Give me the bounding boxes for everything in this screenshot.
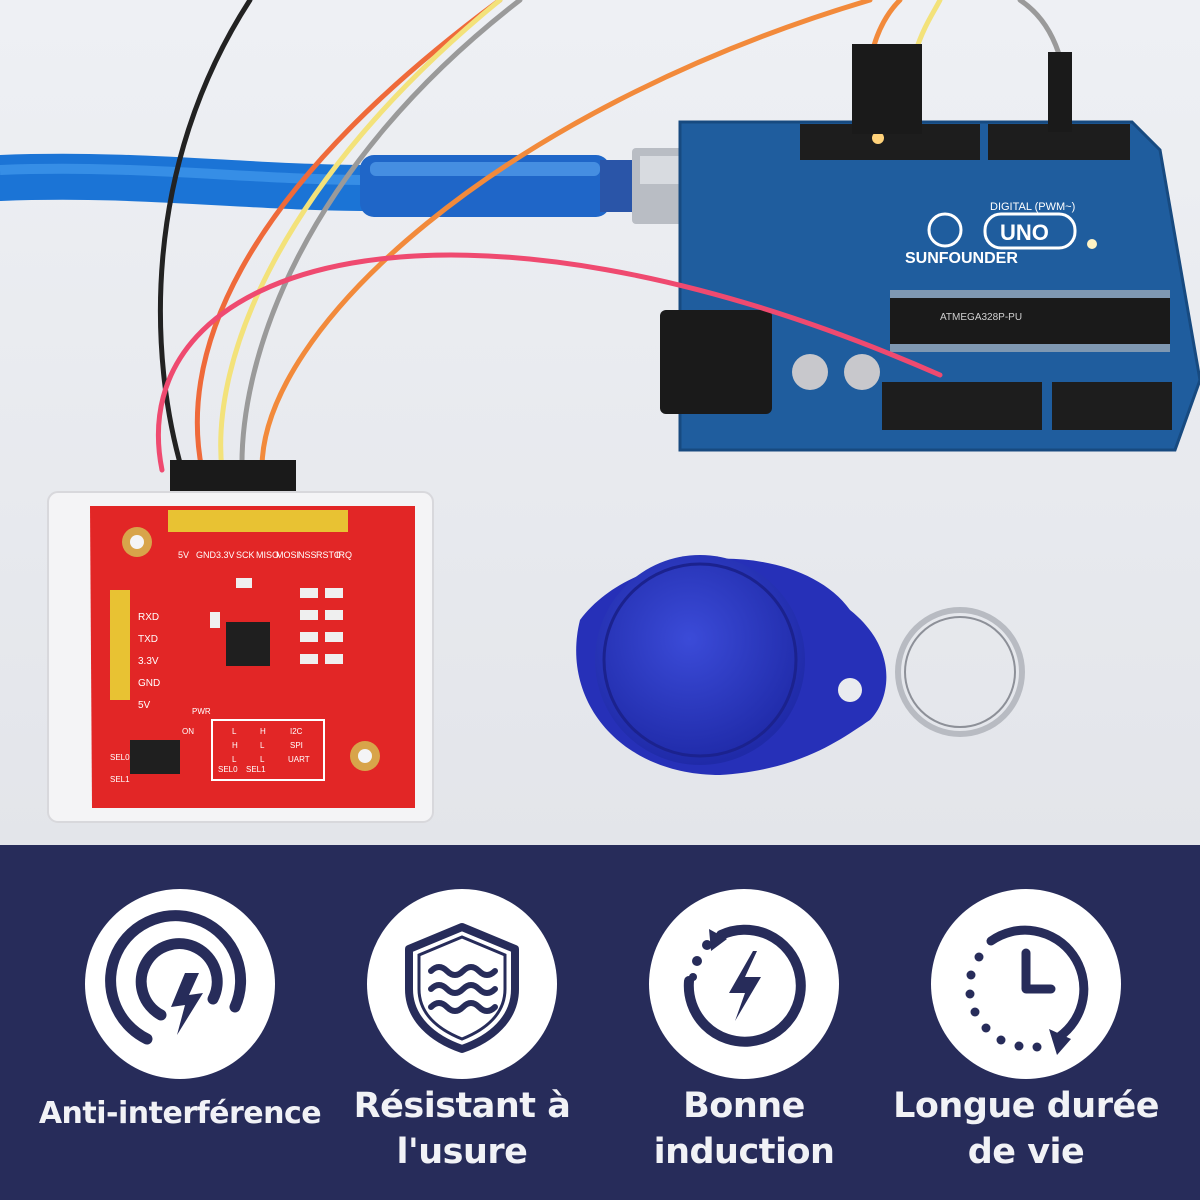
board-header-label: DIGITAL (PWM~) [990,201,1075,213]
target-lightning-icon [105,910,247,1045]
rfid-key-fob [576,555,1025,775]
dupont-connector-board-2 [1048,52,1072,132]
jumper-wires [155,0,1069,473]
svg-text:MISO: MISO [256,550,279,560]
rfid-module [47,491,434,823]
svg-text:L: L [232,727,237,736]
svg-text:PWR: PWR [192,707,211,716]
feature-good-induction: Bonne induction [594,845,894,1200]
svg-text:L: L [260,755,265,764]
feature-label: Résistant à l'usure [353,1086,571,1172]
rfid-switch-labels: ON SEL0 SEL1 PWR [110,707,211,784]
svg-text:RXD: RXD [138,612,159,623]
svg-text:5V: 5V [178,550,189,560]
arduino-uno-board [660,120,1200,452]
circle-lightning-icon [683,924,806,1047]
svg-text:L: L [260,741,265,750]
svg-text:IRQ: IRQ [336,550,352,560]
dupont-connector-board [852,44,922,134]
board-chip-label: ATMEGA328P-PU [940,312,1022,323]
svg-text:MOSI: MOSI [276,550,299,560]
rfid-side-pin-labels: RXD TXD 3.3V GND 5V [138,612,160,711]
svg-text:SEL1: SEL1 [110,775,130,784]
feature-anti-interference: Anti-interférence [30,845,330,1200]
svg-text:SPI: SPI [290,741,303,750]
svg-text:I2C: I2C [290,727,303,736]
feature-icon-circle [649,889,839,1079]
svg-text:SEL0: SEL0 [110,753,130,762]
clock-history-icon [965,925,1089,1055]
svg-text:5V: 5V [138,700,151,711]
shield-waves-icon [405,923,519,1053]
svg-text:UART: UART [288,755,310,764]
svg-text:ON: ON [182,727,194,736]
svg-text:SCK: SCK [236,550,255,560]
svg-text:3.3V: 3.3V [138,656,159,667]
feature-label: Bonne induction [653,1086,835,1172]
feature-wear-resistant: Résistant à l'usure [312,845,612,1200]
feature-icon-circle [367,889,557,1079]
svg-text:SEL1: SEL1 [246,765,266,774]
svg-text:3.3V: 3.3V [216,550,235,560]
svg-text:H: H [232,741,238,750]
board-brand-label: SUNFOUNDER [905,250,1018,267]
feature-icon-circle [931,889,1121,1079]
rfid-pin-labels: 5V GND 3.3V SCK MISO MOSI NSS RSTO IRQ [178,550,352,560]
svg-text:TXD: TXD [138,634,158,645]
feature-long-life: Longue durée de vie [876,845,1176,1200]
svg-text:H: H [260,727,266,736]
svg-text:GND: GND [196,550,217,560]
svg-text:SEL0: SEL0 [218,765,238,774]
svg-text:GND: GND [138,678,160,689]
board-model-label: UNO [1000,220,1049,245]
rfid-mode-table: SEL0 SEL1 I2C H L SPI L H UART L L [218,727,310,774]
feature-banner: Anti-interférence Résistant à l'usure [0,845,1200,1200]
svg-text:L: L [232,755,237,764]
svg-text:NSS: NSS [298,550,317,560]
product-photo-drawing: SUNFOUNDER UNO DIGITAL (PWM~) ATMEGA328P… [0,0,1200,845]
svg-text:RSTO: RSTO [316,550,341,560]
product-photo: SUNFOUNDER UNO DIGITAL (PWM~) ATMEGA328P… [0,0,1200,845]
feature-label: Longue durée de vie [893,1086,1159,1172]
feature-icon-circle [85,889,275,1079]
feature-label: Anti-interférence [38,1096,322,1131]
